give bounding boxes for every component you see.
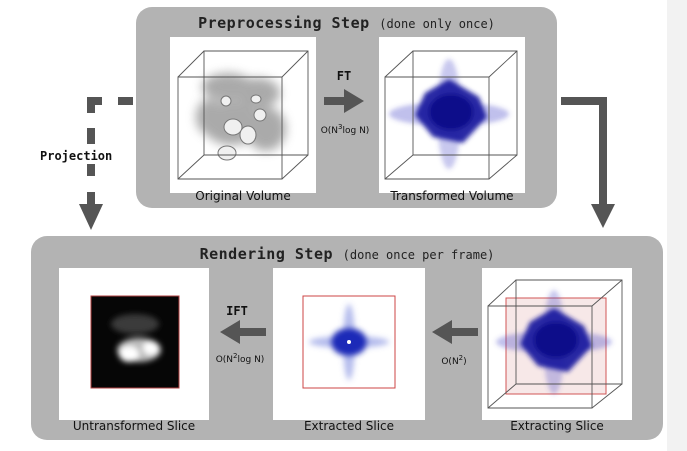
transformed-volume-caption: Transformed Volume (390, 189, 514, 203)
original-volume-image (170, 37, 316, 193)
ift-arrow (220, 320, 266, 344)
ft-complexity: O(N3log N) (320, 123, 370, 136)
ift-label: IFT (226, 304, 248, 318)
extract-arrow (432, 320, 478, 344)
extracted-slice-image (273, 268, 425, 420)
rendering-panel: Rendering Step (done once per frame) Unt… (31, 236, 663, 440)
rendering-title-main: Rendering Step (199, 245, 334, 263)
transformed-volume-image (379, 37, 525, 193)
extract-complexity: O(N2) (441, 354, 467, 367)
extracting-slice-caption: Extracting Slice (510, 419, 604, 433)
untransformed-slice-image (59, 268, 209, 420)
ft-arrow (324, 89, 364, 113)
preprocessing-title-main: Preprocessing Step (198, 14, 370, 32)
preprocessing-title-sub: (done only once) (379, 17, 495, 31)
extracted-slice-caption: Extracted Slice (303, 419, 395, 433)
to-rendering-arrow (561, 97, 615, 228)
original-volume-caption: Original Volume (195, 189, 291, 203)
projection-label: Projection (38, 148, 115, 164)
ift-complexity: O(N2log N) (215, 352, 265, 365)
rendering-title-sub: (done once per frame) (342, 248, 495, 262)
projection-arrow (79, 97, 133, 230)
right-edge-strip (667, 0, 687, 451)
extracting-slice-image (482, 268, 632, 420)
untransformed-slice-caption: Untransformed Slice (72, 419, 196, 433)
ft-label: FT (336, 69, 352, 83)
rendering-title: Rendering Step (done once per frame) (31, 244, 663, 263)
preprocessing-title: Preprocessing Step (done only once) (136, 13, 557, 32)
